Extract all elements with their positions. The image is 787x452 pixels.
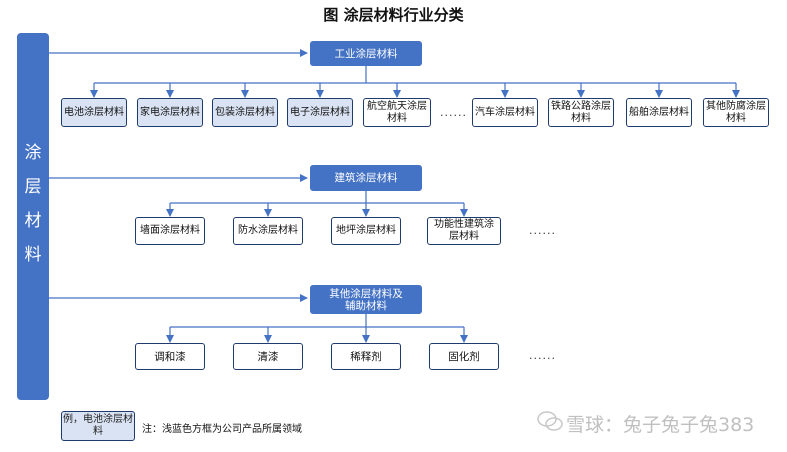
category-item: 功能性建筑涂层材料 xyxy=(427,217,501,245)
root-label-char: 料 xyxy=(24,245,42,265)
category-item: 船舶涂层材料 xyxy=(626,98,692,127)
category-item: 电池涂层材料 xyxy=(61,98,127,127)
more-ellipsis: ...... xyxy=(529,349,556,362)
root-node-coating-materials: 涂 层 材 料 xyxy=(17,33,49,400)
wechat-icon xyxy=(537,411,563,431)
category-item: 墙面涂层材料 xyxy=(135,217,205,245)
category-item: 地坪涂层材料 xyxy=(331,217,401,245)
category-item: 家电涂层材料 xyxy=(137,98,203,127)
category-item: 清漆 xyxy=(233,343,303,370)
root-label-char: 层 xyxy=(24,177,42,197)
category-item: 汽车涂层材料 xyxy=(472,98,538,127)
category-item: 铁路公路涂层材料 xyxy=(548,98,614,127)
category-item: 稀释剂 xyxy=(331,343,401,370)
category-item: 固化剂 xyxy=(429,343,499,370)
category-header-other: 其他涂层材料及辅助材料 xyxy=(310,285,422,314)
watermark: 雪球：兔子兔子兔383 xyxy=(566,414,755,436)
figure-title: 图 涂层材料行业分类 xyxy=(323,6,464,24)
root-label-char: 材 xyxy=(24,211,42,231)
category-item: 其他防腐涂层材料 xyxy=(703,98,769,127)
more-ellipsis: ...... xyxy=(529,224,556,237)
root-label-char: 涂 xyxy=(24,143,42,163)
category-item: 调和漆 xyxy=(135,343,205,370)
category-item: 航空航天涂层材料 xyxy=(363,98,431,127)
category-item: 电子涂层材料 xyxy=(287,98,353,127)
category-header-building: 建筑涂层材料 xyxy=(310,165,422,191)
category-item: 防水涂层材料 xyxy=(233,217,303,245)
more-ellipsis: ...... xyxy=(440,106,467,119)
category-header-industrial: 工业涂层材料 xyxy=(310,41,422,66)
category-item: 包装涂层材料 xyxy=(212,98,278,127)
legend-example-box: 例，电池涂层材料 xyxy=(61,411,135,441)
legend-note: 注：浅蓝色方框为公司产品所属领域 xyxy=(142,424,302,435)
